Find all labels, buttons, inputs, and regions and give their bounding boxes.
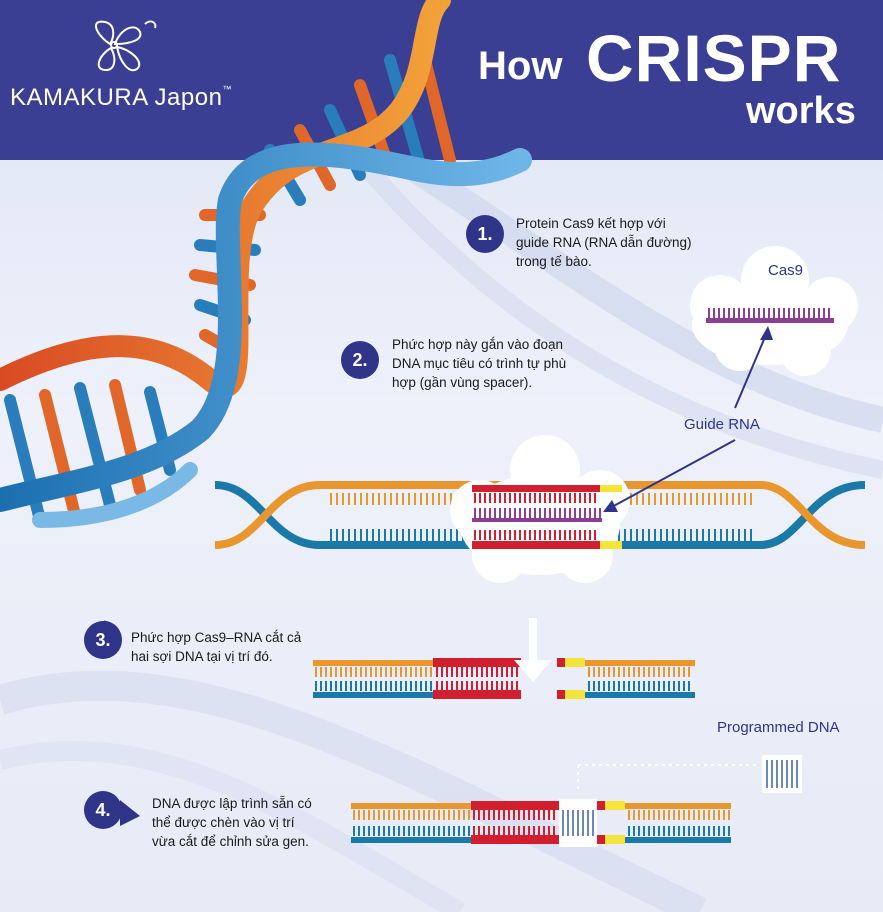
- cut-arrow-icon: [514, 618, 552, 682]
- dna-cut-diagram: [313, 658, 695, 699]
- cas9-label: Cas9: [768, 262, 804, 279]
- guide-rna-arrow-mid: [609, 439, 736, 509]
- programmed-dna-label: Programmed DNA: [717, 719, 840, 736]
- guide-rna-arrow-top: [734, 329, 769, 409]
- step-3-text: Phức hợp Cas9–RNA cắt cả hai sợi DNA tại…: [131, 630, 302, 664]
- title-crispr: CRISPR: [586, 21, 842, 95]
- dna-edited-diagram: [351, 799, 731, 847]
- step-4-text: DNA được lập trình sẵn có thể được chèn …: [152, 796, 312, 849]
- step-1-text: Protein Cas9 kết hợp với guide RNA (RNA …: [516, 216, 692, 269]
- guide-rna-arrowhead-mid: [603, 500, 618, 512]
- brand-name: KAMAKURA Japon: [10, 84, 223, 111]
- step-3-number: 3.: [84, 621, 122, 659]
- large-helix: [0, 0, 532, 528]
- guide-rna-arrowhead-top: [760, 326, 773, 340]
- step4-pointer: [120, 800, 140, 826]
- guide-rna-strand-top: [706, 308, 834, 323]
- title-works: works: [746, 90, 856, 132]
- step-2-number: 2.: [341, 341, 379, 379]
- dna-binding-diagram: [214, 435, 866, 583]
- guide-rna-label: Guide RNA: [684, 416, 760, 433]
- orchid-logo-icon: [95, 20, 157, 72]
- step-1-number: 1.: [466, 215, 504, 253]
- title-how: How: [478, 44, 563, 88]
- step-4-number: 4.: [84, 791, 122, 829]
- brand-trademark: ™: [222, 84, 232, 94]
- programmed-dna-insert: [577, 755, 802, 793]
- brand-logo-text: KAMAKURA Japon™: [10, 84, 232, 112]
- step-2-text: Phức hợp này gắn vào đoạn DNA mục tiêu c…: [392, 337, 567, 390]
